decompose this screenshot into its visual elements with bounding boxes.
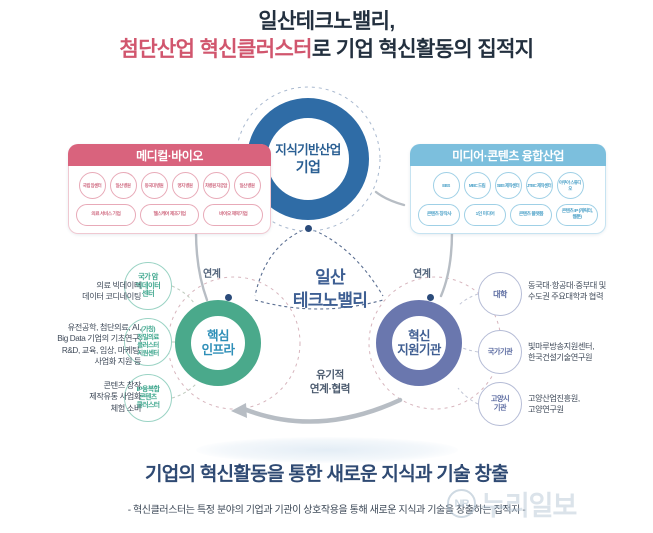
center-label-line-1: 일산 — [315, 268, 345, 287]
title-line-2: 첨단산업 혁신클러스터로 기업 혁신활동의 집적지 — [0, 35, 653, 65]
satellite-note-cancer: 의료 빅데이터 데이터 코디네이팅 — [82, 281, 141, 302]
center-label-line-2: 테크노밸리 — [292, 291, 368, 310]
linkage-label-right: 연계 — [413, 269, 431, 280]
satellite-goyang-label: 고양시 기관 — [490, 394, 510, 412]
hub-knowledge-label-top: 지식기반산업 — [275, 143, 341, 158]
satellite-national-institution[interactable]: 국가기관 — [478, 330, 522, 374]
satellite-note-university: 동국대·항공대·중부대 및 수도권 주요대학과 협력 — [528, 281, 606, 302]
hub-knowledge-label-bottom: 기업 — [295, 158, 321, 175]
pill-medical-wide-0[interactable]: 의료 서비스 기업 — [76, 204, 136, 226]
pill-medical-0[interactable]: 국립 암센터 — [78, 172, 106, 199]
satellite-precision-label: (가칭) 정밀의료 클러스터 지원센터 — [137, 326, 159, 357]
ground-shadow — [196, 437, 458, 463]
satellite-national-label: 국가기관 — [487, 347, 513, 356]
hub-core-infrastructure[interactable]: 핵심 인프라 — [175, 300, 261, 386]
satellite-goyang-institution[interactable]: 고양시 기관 — [478, 382, 522, 426]
footer: 기업의 혁신활동을 통한 새로운 지식과 기술 창출 - 혁신클러스터는 특정 … — [0, 463, 653, 518]
center-label: 일산 테크노밸리 — [258, 266, 402, 312]
satellite-goyang-line-2: 기관 — [493, 403, 507, 412]
node-dot-knowledge — [305, 225, 312, 232]
linkage-label-left: 연계 — [203, 269, 221, 280]
satellite-university-label: 대학 — [493, 289, 507, 299]
satellite-note-national: 빛마루방송지원센터, 한국건설기술연구원 — [528, 342, 595, 363]
panel-medical-circle-row: 국립 암센터 일산 병원 동국대 병원 명지 병원 차병원 자궁암 일산 병원 — [76, 172, 263, 199]
footer-headline: 기업의 혁신활동을 통한 새로운 지식과 기술 창출 — [144, 464, 509, 485]
hub-knowledge-label: 지식기반산업 기업 — [275, 143, 341, 175]
pill-media-0[interactable]: EBS — [432, 172, 460, 199]
panel-medical-body: 국립 암센터 일산 병원 동국대 병원 명지 병원 차병원 자궁암 일산 병원 … — [68, 166, 271, 234]
panel-media-body: EBS MBC 드림 SBS 제작센터 JTBC 제작센터 아쿠아 스튜디오 콘… — [410, 166, 606, 234]
satellite-precision-line-1: (가칭) — [140, 326, 156, 334]
title-highlight: 첨단산업 혁신클러스터 — [119, 38, 312, 61]
panel-medical-title: 메디컬·바이오 — [68, 144, 271, 166]
node-dot-infra — [225, 294, 232, 301]
satellite-ip-line-1: IP융복합 — [136, 385, 160, 393]
panel-medical-wide-row: 의료 서비스 기업 헬스케어 제조기업 바이오 제약기업 — [76, 204, 264, 226]
satellite-ip-contents-cluster[interactable]: IP융복합 콘텐츠 클러스터 — [124, 374, 172, 422]
satellite-ip-line-3: 클러스터 — [136, 402, 160, 410]
satellite-note-goyang: 고양산업진흥원, 고양연구원 — [528, 394, 580, 415]
pill-media-2[interactable]: SBS 제작센터 — [494, 172, 522, 199]
title-line-1: 일산테크노밸리, — [258, 10, 395, 33]
satellite-ip-label: IP융복합 콘텐츠 클러스터 — [136, 385, 160, 411]
satellite-note-ip: 콘텐츠 창작 제작유통 사업화 체험 소비 — [89, 381, 141, 413]
hub-infra-label-bottom: 인프라 — [201, 343, 235, 357]
satellite-university[interactable]: 대학 — [478, 272, 522, 316]
page-title: 일산테크노밸리, 첨단산업 혁신클러스터로 기업 혁신활동의 집적지 — [0, 8, 653, 65]
hub-support-label-top: 혁신 — [408, 328, 430, 343]
satellite-note-precision: 유전공학, 첨단의료, AI, Big Data 기업의 기초연구, R&D, … — [57, 323, 141, 367]
satellite-cancer-line-2: 빅데이터 — [135, 280, 161, 290]
pill-media-3[interactable]: JTBC 제작센터 — [525, 172, 553, 199]
satellite-precision-medicine-cluster[interactable]: (가칭) 정밀의료 클러스터 지원센터 — [124, 318, 172, 366]
hub-innovation-support[interactable]: 혁신 지원기관 — [376, 300, 462, 386]
pill-medical-wide-2[interactable]: 바이오 제약기업 — [203, 204, 264, 226]
organic-cooperation-label: 유기적 연계·협력 — [266, 368, 394, 396]
hub-infra-label: 핵심 인프라 — [202, 329, 235, 358]
pill-media-wide-2[interactable]: 콘텐츠 플랫폼 — [510, 204, 552, 226]
satellite-cancer-line-3: 센터 — [141, 289, 155, 299]
satellite-precision-line-4: 지원센터 — [137, 349, 159, 357]
node-dot-support — [427, 294, 434, 301]
satellite-cancer-line-1: 국가 암 — [138, 272, 158, 282]
cluster-panel-medical-bio[interactable]: 메디컬·바이오 국립 암센터 일산 병원 동국대 병원 명지 병원 차병원 자궁… — [68, 144, 271, 234]
organic-line-1: 유기적 — [316, 369, 344, 381]
cluster-panel-media-contents[interactable]: 미디어·콘텐츠 융합산업 EBS MBC 드림 SBS 제작센터 JTBC 제작… — [410, 144, 606, 234]
pill-media-1[interactable]: MBC 드림 — [463, 172, 491, 199]
satellite-cancer-label: 국가 암 빅데이터 센터 — [135, 272, 161, 299]
organic-line-2: 연계·협력 — [309, 383, 351, 395]
pill-medical-4[interactable]: 차병원 자궁암 — [202, 172, 230, 199]
hub-infra-label-top: 핵심 — [207, 328, 229, 343]
hub-support-label: 혁신 지원기관 — [397, 329, 441, 358]
pill-media-wide-0[interactable]: 콘텐츠 창작사 — [418, 204, 460, 226]
panel-media-wide-row: 콘텐츠 창작사 1인 미디어 콘텐츠 플랫폼 콘텐츠 IP (캐릭터, 웹툰) — [418, 204, 598, 226]
hub-support-label-bottom: 지원기관 — [397, 343, 441, 357]
pill-media-wide-3[interactable]: 콘텐츠 IP (캐릭터, 웹툰) — [556, 204, 598, 226]
satellite-cancer-bigdata-center[interactable]: 국가 암 빅데이터 센터 — [124, 262, 172, 310]
satellite-ip-line-2: 콘텐츠 — [139, 393, 157, 401]
pill-medical-1[interactable]: 일산 병원 — [109, 172, 137, 199]
satellite-goyang-line-1: 고양시 — [490, 394, 510, 404]
panel-media-title: 미디어·콘텐츠 융합산업 — [410, 144, 606, 166]
panel-media-circle-row: EBS MBC 드림 SBS 제작센터 JTBC 제작센터 아쿠아 스튜디오 — [418, 172, 598, 199]
satellite-precision-line-3: 클러스터 — [137, 342, 159, 349]
pill-medical-5[interactable]: 일산 병원 — [233, 172, 261, 199]
satellite-precision-line-2: 정밀의료 — [137, 334, 159, 342]
title-rest: 로 기업 혁신활동의 집적지 — [311, 38, 534, 61]
footer-caption: - 혁신클러스터는 특정 분야의 기업과 기관이 상호작용을 통해 새로운 지식… — [127, 505, 526, 516]
pill-medical-2[interactable]: 동국대 병원 — [140, 172, 168, 199]
pill-media-4[interactable]: 아쿠아 스튜디오 — [556, 172, 584, 199]
pill-medical-wide-1[interactable]: 헬스케어 제조기업 — [139, 204, 200, 226]
pill-medical-3[interactable]: 명지 병원 — [171, 172, 199, 199]
pill-media-wide-1[interactable]: 1인 미디어 — [464, 204, 506, 226]
